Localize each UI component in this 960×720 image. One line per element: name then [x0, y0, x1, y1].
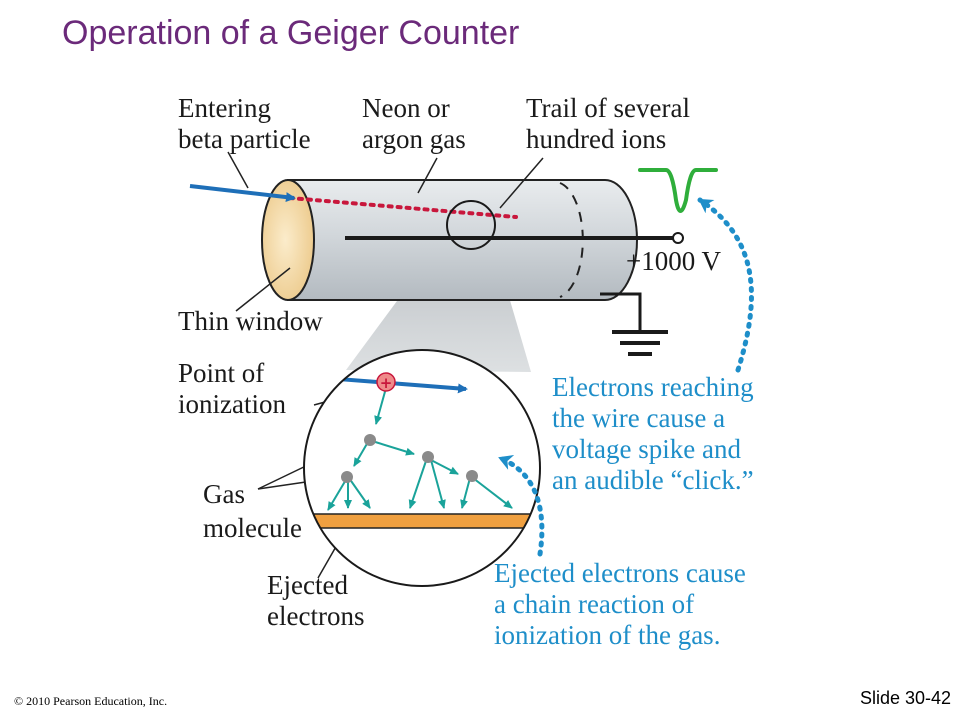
wire-terminal	[672, 232, 684, 244]
wire-plate	[304, 513, 540, 529]
ion-marker-symbol: +	[380, 374, 393, 392]
gas-molecule	[466, 470, 478, 482]
slide-number: Slide 30-42	[860, 688, 952, 708]
gas-molecule	[364, 434, 376, 446]
electron-arrows	[327, 387, 513, 511]
label-gas-molecule: Gas molecule	[203, 479, 302, 543]
ion-trail	[288, 196, 518, 219]
label-neon-argon-gas: Neon or argon gas	[362, 93, 466, 154]
label-voltage: +1000 V	[626, 246, 721, 276]
voltage-pulse	[638, 168, 718, 213]
label-thin-window: Thin window	[178, 306, 323, 336]
tube-end-dashed	[559, 182, 584, 298]
ground-wire	[600, 292, 642, 330]
copyright-notice: © 2010 Pearson Education, Inc.	[14, 694, 168, 708]
note-chain-reaction: Ejected electrons cause a chain reaction…	[494, 558, 746, 650]
note-electrons-reaching-wire: Electrons reaching the wire cause a volt…	[552, 372, 754, 495]
dotted-arrow-to-pulse	[697, 197, 754, 373]
magnifier-lens	[446, 200, 496, 250]
ion-marker-icon	[376, 372, 396, 392]
thin-window	[261, 179, 315, 301]
gas-molecule	[422, 451, 434, 463]
label-ion-trail: Trail of several hundred ions	[526, 93, 690, 154]
gas-molecule	[341, 471, 353, 483]
magnified-view: +	[303, 349, 541, 587]
leader-gas	[417, 157, 438, 194]
dotted-arrow-to-chain	[497, 455, 545, 557]
label-ejected-electrons: Ejected electrons	[267, 570, 365, 631]
label-entering-beta-particle: Entering beta particle	[178, 93, 311, 154]
leader-entering	[227, 151, 249, 189]
slide-title: Operation of a Geiger Counter	[62, 14, 520, 52]
label-point-of-ionization: Point of ionization	[178, 358, 286, 419]
leader-trail	[499, 157, 544, 209]
leader-window	[235, 267, 291, 312]
beta-particle-arrow	[189, 184, 296, 203]
